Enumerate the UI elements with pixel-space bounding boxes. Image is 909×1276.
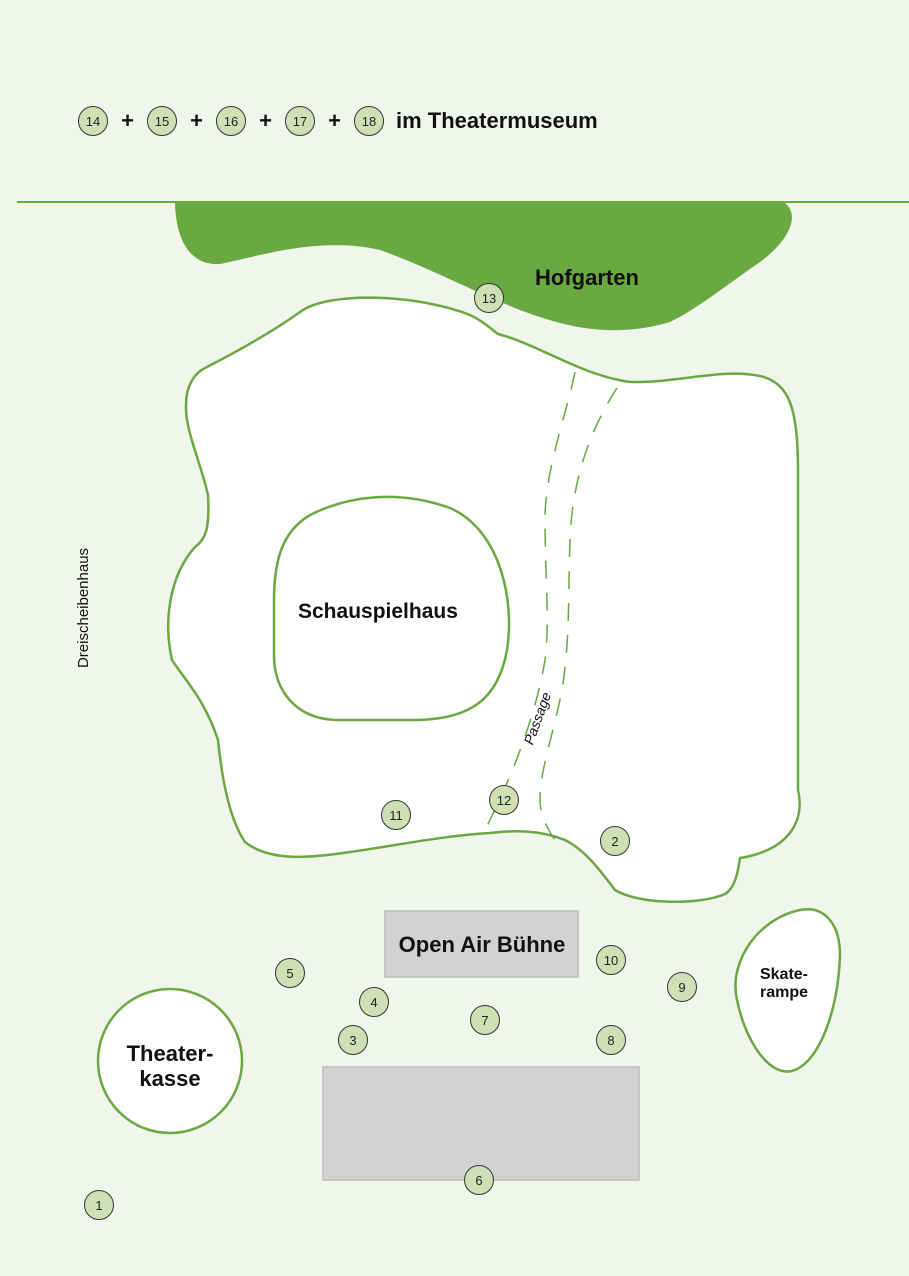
skaterampe-area[interactable] <box>734 907 842 1073</box>
hofgarten-label: Hofgarten <box>535 265 639 290</box>
plus-separator: + <box>328 108 341 133</box>
marker-16[interactable]: 16 <box>216 106 246 136</box>
plus-separator: + <box>259 108 272 133</box>
marker-14[interactable]: 14 <box>78 106 108 136</box>
schauspielhaus-building[interactable] <box>272 495 511 722</box>
marker-2[interactable]: 2 <box>600 826 630 856</box>
plus-separator: + <box>190 108 203 133</box>
marker-11[interactable]: 11 <box>381 800 411 830</box>
passage-path-right <box>539 387 618 841</box>
marker-7[interactable]: 7 <box>470 1005 500 1035</box>
dreischeibenhaus-label: Dreischeibenhaus <box>75 548 92 668</box>
theaterkasse-building[interactable] <box>96 987 244 1135</box>
skaterampe-label-line2: rampe <box>759 984 809 1002</box>
marker-9[interactable]: 9 <box>667 972 697 1002</box>
skaterampe-label-line1: Skate- <box>759 966 809 983</box>
theatermuseum-legend: 14 + 15 + 16 + 17 + 18 im Theatermuseum <box>78 106 598 136</box>
marker-8[interactable]: 8 <box>596 1025 626 1055</box>
marker-4[interactable]: 4 <box>359 987 389 1017</box>
theaterkasse-label-line1: Theater- <box>126 1041 214 1066</box>
marker-15[interactable]: 15 <box>147 106 177 136</box>
marker-17[interactable]: 17 <box>285 106 315 136</box>
plus-separator: + <box>121 108 134 133</box>
audience-seating-area[interactable] <box>322 1066 640 1181</box>
open-air-buehne-label: Open Air Bühne <box>398 932 566 957</box>
marker-5[interactable]: 5 <box>275 958 305 988</box>
marker-18[interactable]: 18 <box>354 106 384 136</box>
marker-13[interactable]: 13 <box>474 283 504 313</box>
skaterampe-label: Skate- rampe <box>744 966 824 1003</box>
schauspielhaus-label: Schauspielhaus <box>298 600 458 623</box>
marker-10[interactable]: 10 <box>596 945 626 975</box>
theaterkasse-label: Theater- kasse <box>110 1041 230 1092</box>
marker-1[interactable]: 1 <box>84 1190 114 1220</box>
open-air-stage[interactable] <box>384 910 579 978</box>
marker-12[interactable]: 12 <box>489 785 519 815</box>
marker-6[interactable]: 6 <box>464 1165 494 1195</box>
marker-3[interactable]: 3 <box>338 1025 368 1055</box>
hofgarten-area[interactable] <box>175 203 792 331</box>
theatermuseum-label: im Theatermuseum <box>396 108 598 133</box>
theaterkasse-label-line2: kasse <box>139 1066 201 1092</box>
passage-path-left <box>484 371 576 831</box>
